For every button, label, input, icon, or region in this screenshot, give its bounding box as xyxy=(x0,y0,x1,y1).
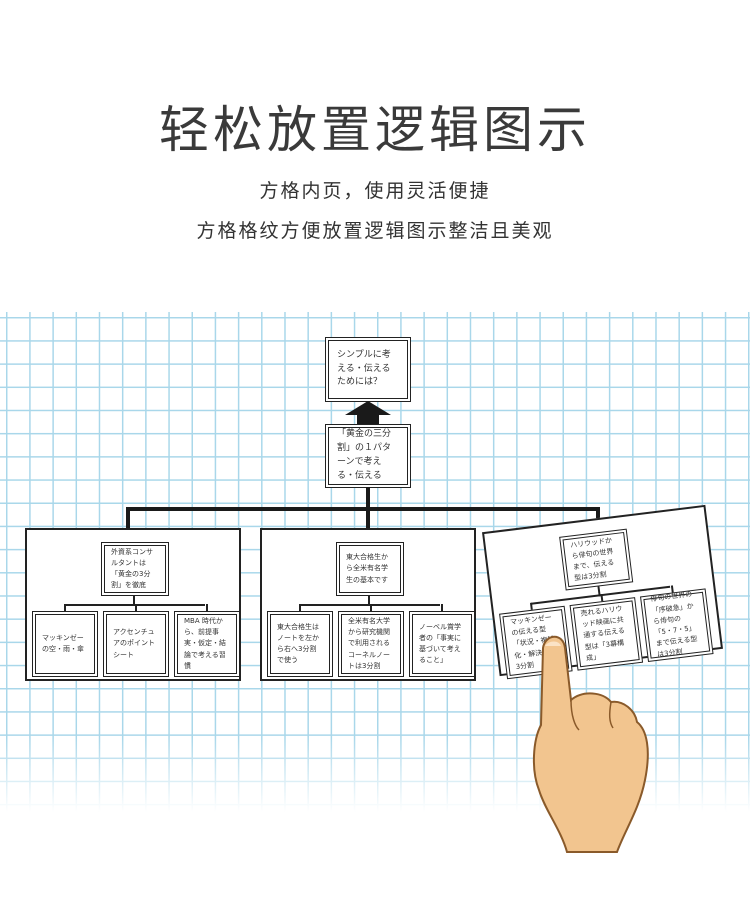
subtitle-line-2: 方格格纹方便放置逻辑图示整洁且美观 xyxy=(196,220,554,242)
diagram-top-box: シンプルに考える・伝えるためには？ xyxy=(325,337,411,402)
connector-line xyxy=(126,507,130,529)
pointing-hand-icon xyxy=(532,635,649,853)
panel-head-box: 東大合格生から全米有名学生の基本です xyxy=(336,542,404,596)
panel-head-box: ハリウッドから俳句の世界まで、伝える型は3分割 xyxy=(559,528,634,591)
connector-line xyxy=(206,604,208,613)
connector-line xyxy=(135,604,137,613)
page-title: 轻松放置逻辑图示 xyxy=(159,101,591,159)
panel-item-box: 全米有名大学から研究機関で利用されるコーネルノートは3分割 xyxy=(338,611,404,677)
connector-line xyxy=(366,487,370,511)
panel-item-box: 東大合格生はノートを左から右へ3分割で使う xyxy=(267,611,333,677)
panel-item-box: MBA 時代から、前提事実・仮定・結論で考える習慣 xyxy=(174,611,240,677)
panel-head-box: 外資系コンサルタントは「黄金の3分割」を徹底 xyxy=(101,542,169,596)
connector-line xyxy=(596,507,600,521)
connector-line xyxy=(64,604,66,613)
connector-line xyxy=(133,596,135,606)
sub-diagram-panel: 東大合格生から全米有名学生の基本です 東大合格生はノートを左から右へ3分割で使う… xyxy=(260,528,476,681)
panel-item-box: アクセンチュアのポイントシート xyxy=(103,611,169,677)
connector-line xyxy=(366,507,370,529)
up-arrow-icon xyxy=(345,401,391,427)
sub-diagram-panel: 外資系コンサルタントは「黄金の3分割」を徹底 マッキンゼーの空・雨・傘 アクセン… xyxy=(25,528,241,681)
connector-line xyxy=(368,596,370,606)
connector-line xyxy=(370,604,372,613)
subtitle-line-1: 方格内页，使用灵活便捷 xyxy=(259,180,491,202)
connector-line xyxy=(441,604,443,613)
panel-item-box: ノーベル賞学者の「事実に基づいて考えること」 xyxy=(409,611,475,677)
connector-line xyxy=(299,604,301,613)
connector-line xyxy=(126,507,600,511)
diagram-middle-box: 「黄金の三分割」の１パターンで考える・伝える xyxy=(325,424,411,488)
panel-item-box: マッキンゼーの空・雨・傘 xyxy=(32,611,98,677)
